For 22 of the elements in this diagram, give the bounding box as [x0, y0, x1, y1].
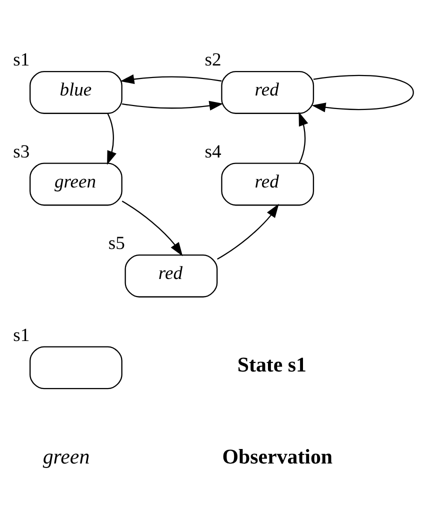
arrow [120, 74, 222, 84]
node-box: red [221, 162, 314, 206]
node-label: s3 [13, 140, 30, 162]
arrow [298, 111, 308, 163]
arrow [107, 112, 116, 164]
arrow [217, 203, 279, 260]
arrow [122, 100, 224, 110]
node-label: s1 [13, 324, 30, 346]
node-label: s5 [108, 232, 125, 254]
node-box: blue [30, 70, 122, 114]
node-label: s1 [13, 49, 30, 70]
node-box: green [30, 162, 122, 206]
legend-label: Observation [222, 444, 333, 468]
node-box: red [221, 70, 314, 114]
label: green [42, 444, 90, 468]
node-label: s2 [204, 49, 222, 70]
node-box: red [124, 254, 218, 297]
node-box [30, 346, 122, 389]
node-label: s4 [204, 140, 222, 162]
arrow [122, 200, 183, 256]
arrow [312, 74, 414, 112]
legend-label: State s1 [237, 352, 306, 376]
